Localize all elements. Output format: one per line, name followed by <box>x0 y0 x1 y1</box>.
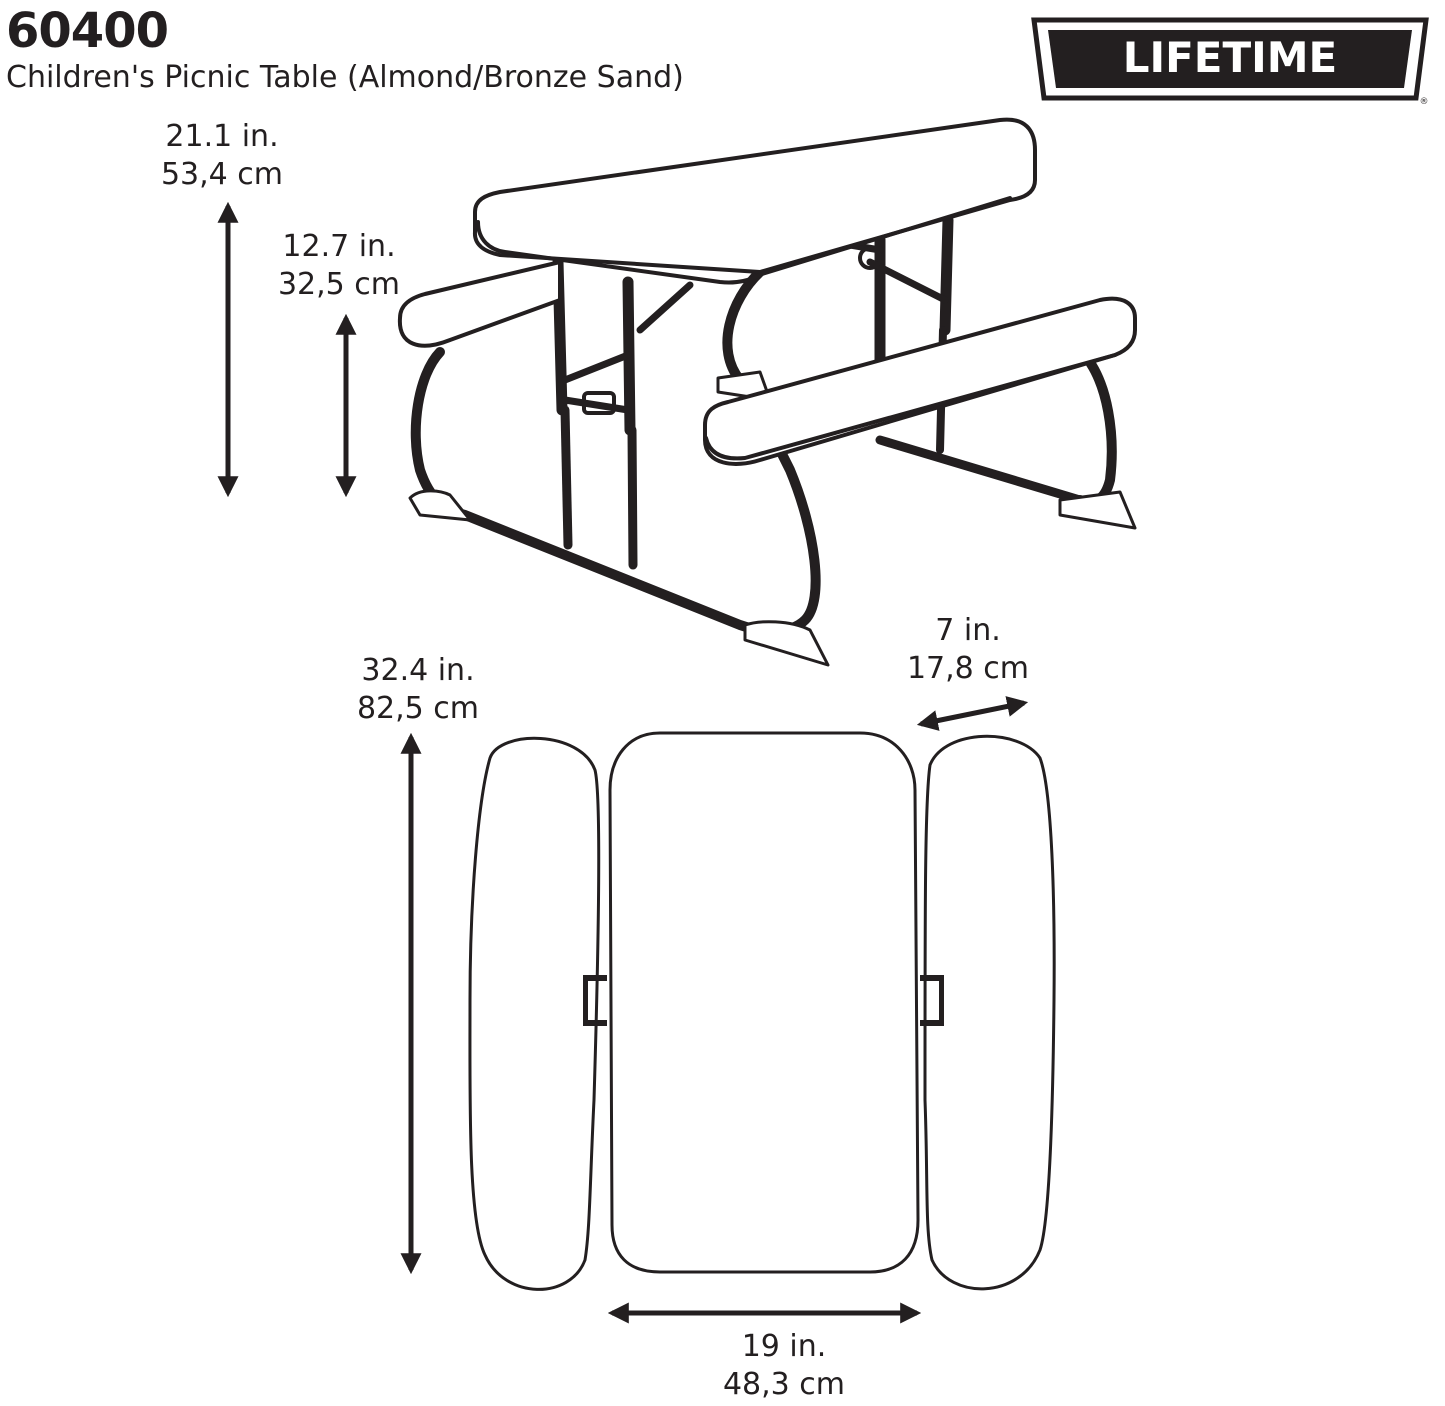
table-height-imperial: 21.1 in. <box>165 119 279 154</box>
bench-height-label: 12.7 in. 32,5 cm <box>219 228 459 304</box>
back-rail <box>875 435 1085 505</box>
left-foot-rear <box>408 489 472 522</box>
top-left-bench <box>468 736 601 1291</box>
leg-front-left-lower <box>560 405 573 550</box>
table-length-metric: 82,5 cm <box>356 691 480 726</box>
table-height-label: 21.1 in. 53,4 cm <box>102 118 342 194</box>
lifetime-logo: LIFETIME ® <box>1031 17 1429 106</box>
bench-width-imperial: 7 in. <box>935 613 1001 648</box>
bench-height-metric: 32,5 cm <box>277 267 401 302</box>
top-table <box>608 731 920 1274</box>
table-width-imperial: 19 in. <box>741 1329 827 1364</box>
back-right-foot <box>1058 490 1137 530</box>
right-bench-top <box>703 296 1137 466</box>
brace-front <box>561 281 694 414</box>
left-foot-front <box>743 620 830 667</box>
back-right-frame <box>1075 345 1117 507</box>
brace-back <box>846 241 949 304</box>
leg-front-right-lower <box>627 425 638 570</box>
right-bench-edge <box>704 353 1117 461</box>
hinge-front <box>582 391 616 415</box>
bench-height-imperial: 12.7 in. <box>282 229 396 264</box>
table-top <box>472 117 1037 274</box>
model-number: 60400 <box>6 3 169 59</box>
table-width-metric: 48,3 cm <box>722 1367 846 1402</box>
leg-back-right <box>939 214 954 336</box>
left-bracket <box>583 975 607 1026</box>
top-view <box>468 731 1056 1291</box>
table-height-metric: 53,4 cm <box>160 157 284 192</box>
top-right-bench <box>923 734 1056 1291</box>
table-length-label: 32.4 in. 82,5 cm <box>298 652 538 728</box>
registered-mark: ® <box>1420 97 1429 106</box>
table-width-label: 19 in. 48,3 cm <box>664 1328 904 1404</box>
table-length-imperial: 32.4 in. <box>361 653 475 688</box>
table-top-edge <box>476 196 1012 285</box>
left-bench-top <box>397 260 562 348</box>
bench-width-metric: 17,8 cm <box>906 651 1030 686</box>
product-name: Children's Picnic Table (Almond/Bronze S… <box>6 60 684 95</box>
bench-width-arrow <box>916 696 1029 731</box>
logo-brand-text: LIFETIME <box>1123 33 1338 82</box>
bench-width-label: 7 in. 17,8 cm <box>848 612 1088 688</box>
perspective-view <box>397 117 1137 667</box>
hinge-back <box>858 246 882 270</box>
right-bracket <box>920 975 944 1026</box>
